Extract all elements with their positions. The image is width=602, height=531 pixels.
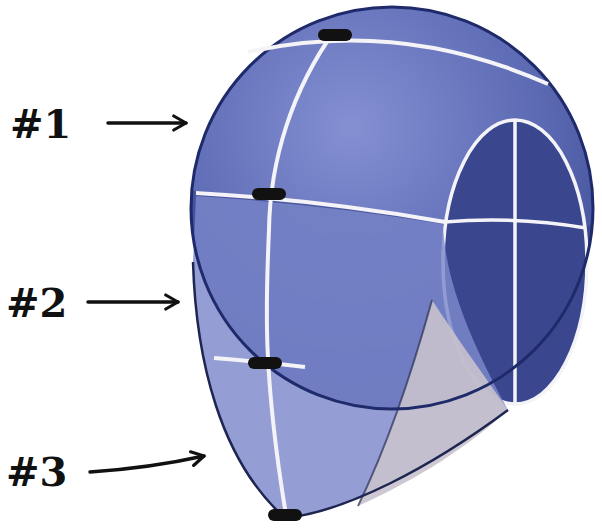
leader-arrow [90, 456, 204, 472]
leader-arrow [88, 300, 178, 304]
jaw-side [358, 300, 508, 506]
callout-number: #2 [6, 283, 67, 323]
callout-number: #3 [6, 452, 67, 492]
callout-number: #1 [10, 104, 71, 144]
leader-arrow [108, 121, 186, 125]
callout-holder: #2 [6, 283, 67, 323]
callout-holder: #3 [6, 452, 67, 492]
callout-holder: #1 [10, 104, 71, 144]
jaw-shape [193, 196, 508, 518]
